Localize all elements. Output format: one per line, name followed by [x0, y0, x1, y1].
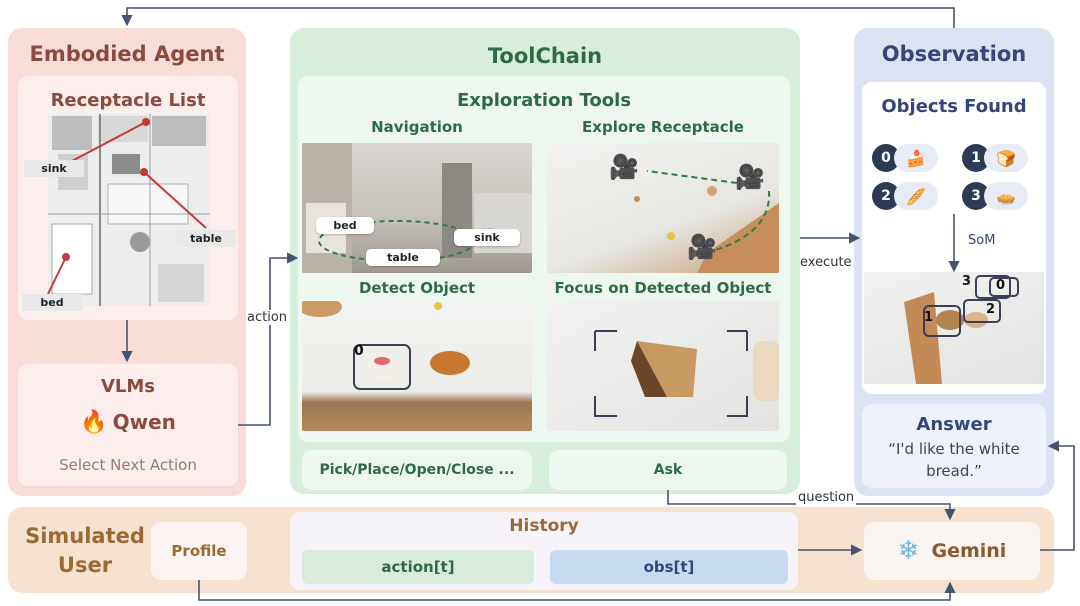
object-item-0: 0 🍰: [872, 144, 938, 172]
som-number-2: 2: [986, 302, 996, 317]
objects-found-title: Objects Found: [881, 96, 1027, 117]
som-number-3: 3: [962, 274, 972, 289]
profile-box: Profile: [151, 522, 247, 580]
obs-t-label: obs[t]: [643, 558, 695, 576]
answer-box: Answer “I'd like the white bread.”: [862, 404, 1046, 488]
toolchain-title: ToolChain: [487, 44, 603, 68]
fire-icon: 🔥: [80, 410, 108, 435]
nav-sink-tag: sink: [454, 229, 520, 246]
action-edge-label: action: [247, 310, 288, 325]
vlms-title: VLMs: [100, 376, 156, 397]
simulated-user-title-line1: Simulated: [25, 524, 145, 548]
som-number-1: 1: [924, 310, 934, 325]
gemini-box: ❄ Gemini: [864, 522, 1040, 580]
explore-receptacle-title: Explore Receptacle: [582, 118, 744, 136]
simulated-user-title: Simulated User: [20, 522, 150, 580]
detect-object-scene: [302, 301, 470, 390]
focus-object-image: [547, 301, 779, 431]
object-item-3: 3 🥧: [962, 182, 1028, 210]
focus-detected-object-title: Focus on Detected Object: [554, 279, 772, 297]
profile-label: Profile: [171, 542, 227, 560]
camera-icon: 🎥: [687, 233, 717, 261]
navigation-title: Navigation: [371, 118, 463, 136]
answer-title: Answer: [916, 414, 992, 435]
exploration-tools-title: Exploration Tools: [456, 90, 632, 111]
ask-button[interactable]: Ask: [549, 450, 787, 490]
history-box: History action[t] obs[t]: [290, 512, 798, 590]
camera-icon: 🎥: [609, 153, 639, 181]
explore-receptacle-scene: [634, 170, 779, 273]
question-edge-label: question: [796, 490, 857, 505]
obs-t-box: obs[t]: [550, 550, 788, 584]
answer-text: “I'd like the white bread.”: [888, 440, 1020, 480]
detect-object-image: 0: [302, 301, 532, 431]
action-t-label: action[t]: [381, 558, 455, 576]
embodied-agent-title: Embodied Agent: [29, 42, 225, 66]
gemini-label: Gemini: [931, 540, 1007, 562]
nav-bed-tag: bed: [316, 217, 374, 234]
execute-edge-label: execute: [800, 255, 852, 270]
ask-label: Ask: [653, 462, 683, 478]
vlms-box: VLMs 🔥 Qwen Select Next Action: [18, 364, 238, 486]
table-tag: table: [176, 230, 236, 247]
action-t-box: action[t]: [302, 550, 534, 584]
sink-tag: sink: [24, 160, 84, 177]
receptacle-list-title: Receptacle List: [50, 90, 206, 111]
focus-object-scene: [594, 330, 779, 417]
history-title: History: [509, 516, 579, 536]
qwen-label: Qwen: [112, 410, 176, 434]
object-item-2: 2 🥖: [872, 182, 938, 210]
baguette-icon: 🥖: [894, 182, 938, 210]
bed-tag: bed: [22, 294, 82, 311]
object-item-1: 1 🍞: [962, 144, 1028, 172]
navigation-image: bed table sink: [302, 143, 532, 273]
nav-table-tag: table: [366, 249, 440, 266]
som-scene: [904, 275, 1019, 384]
snowflake-icon: ❄: [897, 536, 920, 566]
explore-receptacle-image: 🎥 🎥 🎥: [547, 143, 779, 273]
select-next-action-text: Select Next Action: [59, 456, 197, 474]
som-number-0: 0: [996, 278, 1006, 293]
pick-place-button[interactable]: Pick/Place/Open/Close ...: [302, 450, 532, 490]
detect-box-number: 0: [354, 343, 364, 359]
bread-icon: 🍞: [984, 144, 1028, 172]
pie-icon: 🥧: [984, 182, 1028, 210]
som-label: SoM: [968, 233, 996, 248]
simulated-user-title-line2: User: [57, 553, 113, 577]
observation-title: Observation: [881, 42, 1027, 66]
pick-place-label: Pick/Place/Open/Close ...: [319, 462, 515, 478]
qwen-row: 🔥 Qwen: [18, 410, 238, 435]
camera-icon: 🎥: [735, 163, 765, 191]
som-image: 3 0 1 2: [864, 272, 1044, 384]
cake-icon: 🍰: [894, 144, 938, 172]
detect-object-title: Detect Object: [358, 279, 476, 297]
